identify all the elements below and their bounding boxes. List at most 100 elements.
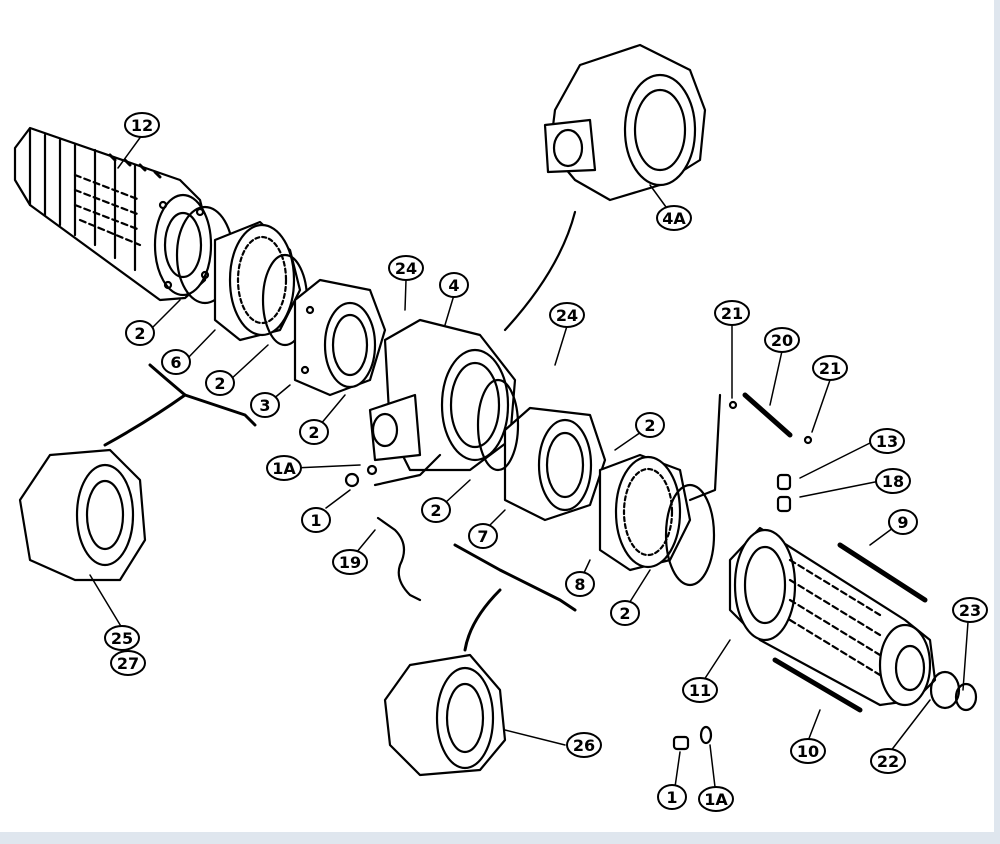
callout-21-b: 21	[812, 355, 848, 381]
callout-9: 9	[888, 509, 918, 535]
callout-bubble	[110, 650, 146, 676]
callout-1a-b: 1A	[698, 786, 734, 812]
callout-label: 4A	[662, 209, 686, 228]
bolt-9	[837, 542, 928, 603]
callout-bubble	[421, 497, 451, 523]
callout-bubble	[635, 412, 665, 438]
callout-23: 23	[952, 597, 988, 623]
callout-label: 21	[721, 304, 743, 323]
callout-bubble	[565, 571, 595, 597]
callout-label: 2	[308, 423, 319, 442]
callout-bubble	[870, 748, 906, 774]
center-carrier-housing	[368, 318, 517, 472]
callout-label: 25	[111, 629, 133, 648]
callout-bubble	[657, 784, 687, 810]
end-cover-lower	[383, 653, 507, 777]
callout-6: 6	[161, 349, 191, 375]
callout-label: 4	[448, 276, 459, 295]
callout-26: 26	[566, 732, 602, 758]
callout-bubble	[301, 507, 331, 533]
callout-bubble	[952, 597, 988, 623]
callout-1-a: 1	[301, 507, 331, 533]
callout-label: 8	[574, 575, 585, 594]
callout-bubble	[714, 300, 750, 326]
callout-bubble	[125, 320, 155, 346]
callout-label: 1A	[272, 459, 296, 478]
callout-label: 2	[619, 604, 630, 623]
ball-21-a	[728, 400, 738, 410]
callout-bubble	[549, 302, 585, 328]
callout-label: 1A	[704, 790, 728, 809]
callout-label: 1	[310, 511, 321, 530]
callout-bubble	[439, 272, 469, 298]
callout-4: 4	[439, 272, 469, 298]
right-frame-strip	[994, 0, 1000, 844]
callout-22: 22	[870, 748, 906, 774]
callout-2-a: 2	[125, 320, 155, 346]
callout-25: 25	[104, 625, 140, 651]
seal-ring-right	[664, 483, 716, 587]
callout-2-d: 2	[635, 412, 665, 438]
callout-bubble	[888, 509, 918, 535]
callout-label: 13	[876, 432, 898, 451]
callout-4a: 4A	[656, 205, 692, 231]
callout-label: 2	[430, 501, 441, 520]
plug-1-b	[672, 735, 690, 751]
callout-label: 24	[556, 306, 578, 325]
callout-label: 10	[797, 742, 819, 761]
leader-1a-center	[373, 453, 442, 487]
callout-label: 6	[170, 353, 181, 372]
washer-1a-b	[699, 725, 713, 745]
pinion-housing-inset	[543, 43, 707, 202]
callout-bubble	[790, 738, 826, 764]
callout-bubble	[388, 255, 424, 281]
callout-label: 2	[644, 416, 655, 435]
callout-20: 20	[764, 327, 800, 353]
callout-bubble	[104, 625, 140, 651]
hub-ring	[954, 682, 978, 712]
callout-bubble	[332, 549, 368, 575]
callout-21-a: 21	[714, 300, 750, 326]
callout-bubble	[610, 600, 640, 626]
callout-label: 19	[339, 553, 361, 572]
ball-21-b	[803, 435, 813, 445]
callout-bubble	[299, 419, 329, 445]
callout-label: 26	[573, 736, 595, 755]
callout-1a-a: 1A	[266, 455, 302, 481]
callout-label: 2	[134, 324, 145, 343]
callout-10: 10	[790, 738, 826, 764]
pin-20	[742, 392, 793, 438]
callout-bubble	[875, 468, 911, 494]
callout-2-c: 2	[299, 419, 329, 445]
callout-19: 19	[332, 549, 368, 575]
bearing-carrier-left	[293, 278, 387, 397]
callout-label: 2	[214, 374, 225, 393]
plug-1-a	[344, 472, 360, 488]
bolt-10	[772, 657, 863, 713]
bracket-left-leader	[103, 393, 187, 447]
leader-21-down	[688, 393, 722, 502]
callout-label: 24	[395, 259, 417, 278]
callout-2-e: 2	[421, 497, 451, 523]
callout-label: 3	[259, 396, 270, 415]
callout-13: 13	[869, 428, 905, 454]
seal-ring-center	[476, 378, 520, 472]
callout-bubble	[764, 327, 800, 353]
bracket-right	[453, 543, 577, 612]
callout-label: 12	[131, 116, 153, 135]
callout-27: 27	[110, 650, 146, 676]
callout-bubble	[682, 677, 718, 703]
callout-8: 8	[565, 571, 595, 597]
end-cover-left	[18, 448, 147, 582]
brake-drum-right	[598, 453, 692, 572]
callout-bubble	[205, 370, 235, 396]
callout-label: 21	[819, 359, 841, 378]
leader-4a	[503, 210, 577, 332]
hub-seal	[929, 670, 961, 710]
callout-label: 9	[897, 513, 908, 532]
sensor-wire-19	[376, 516, 422, 602]
callout-label: 20	[771, 331, 793, 350]
callout-24-b: 24	[549, 302, 585, 328]
